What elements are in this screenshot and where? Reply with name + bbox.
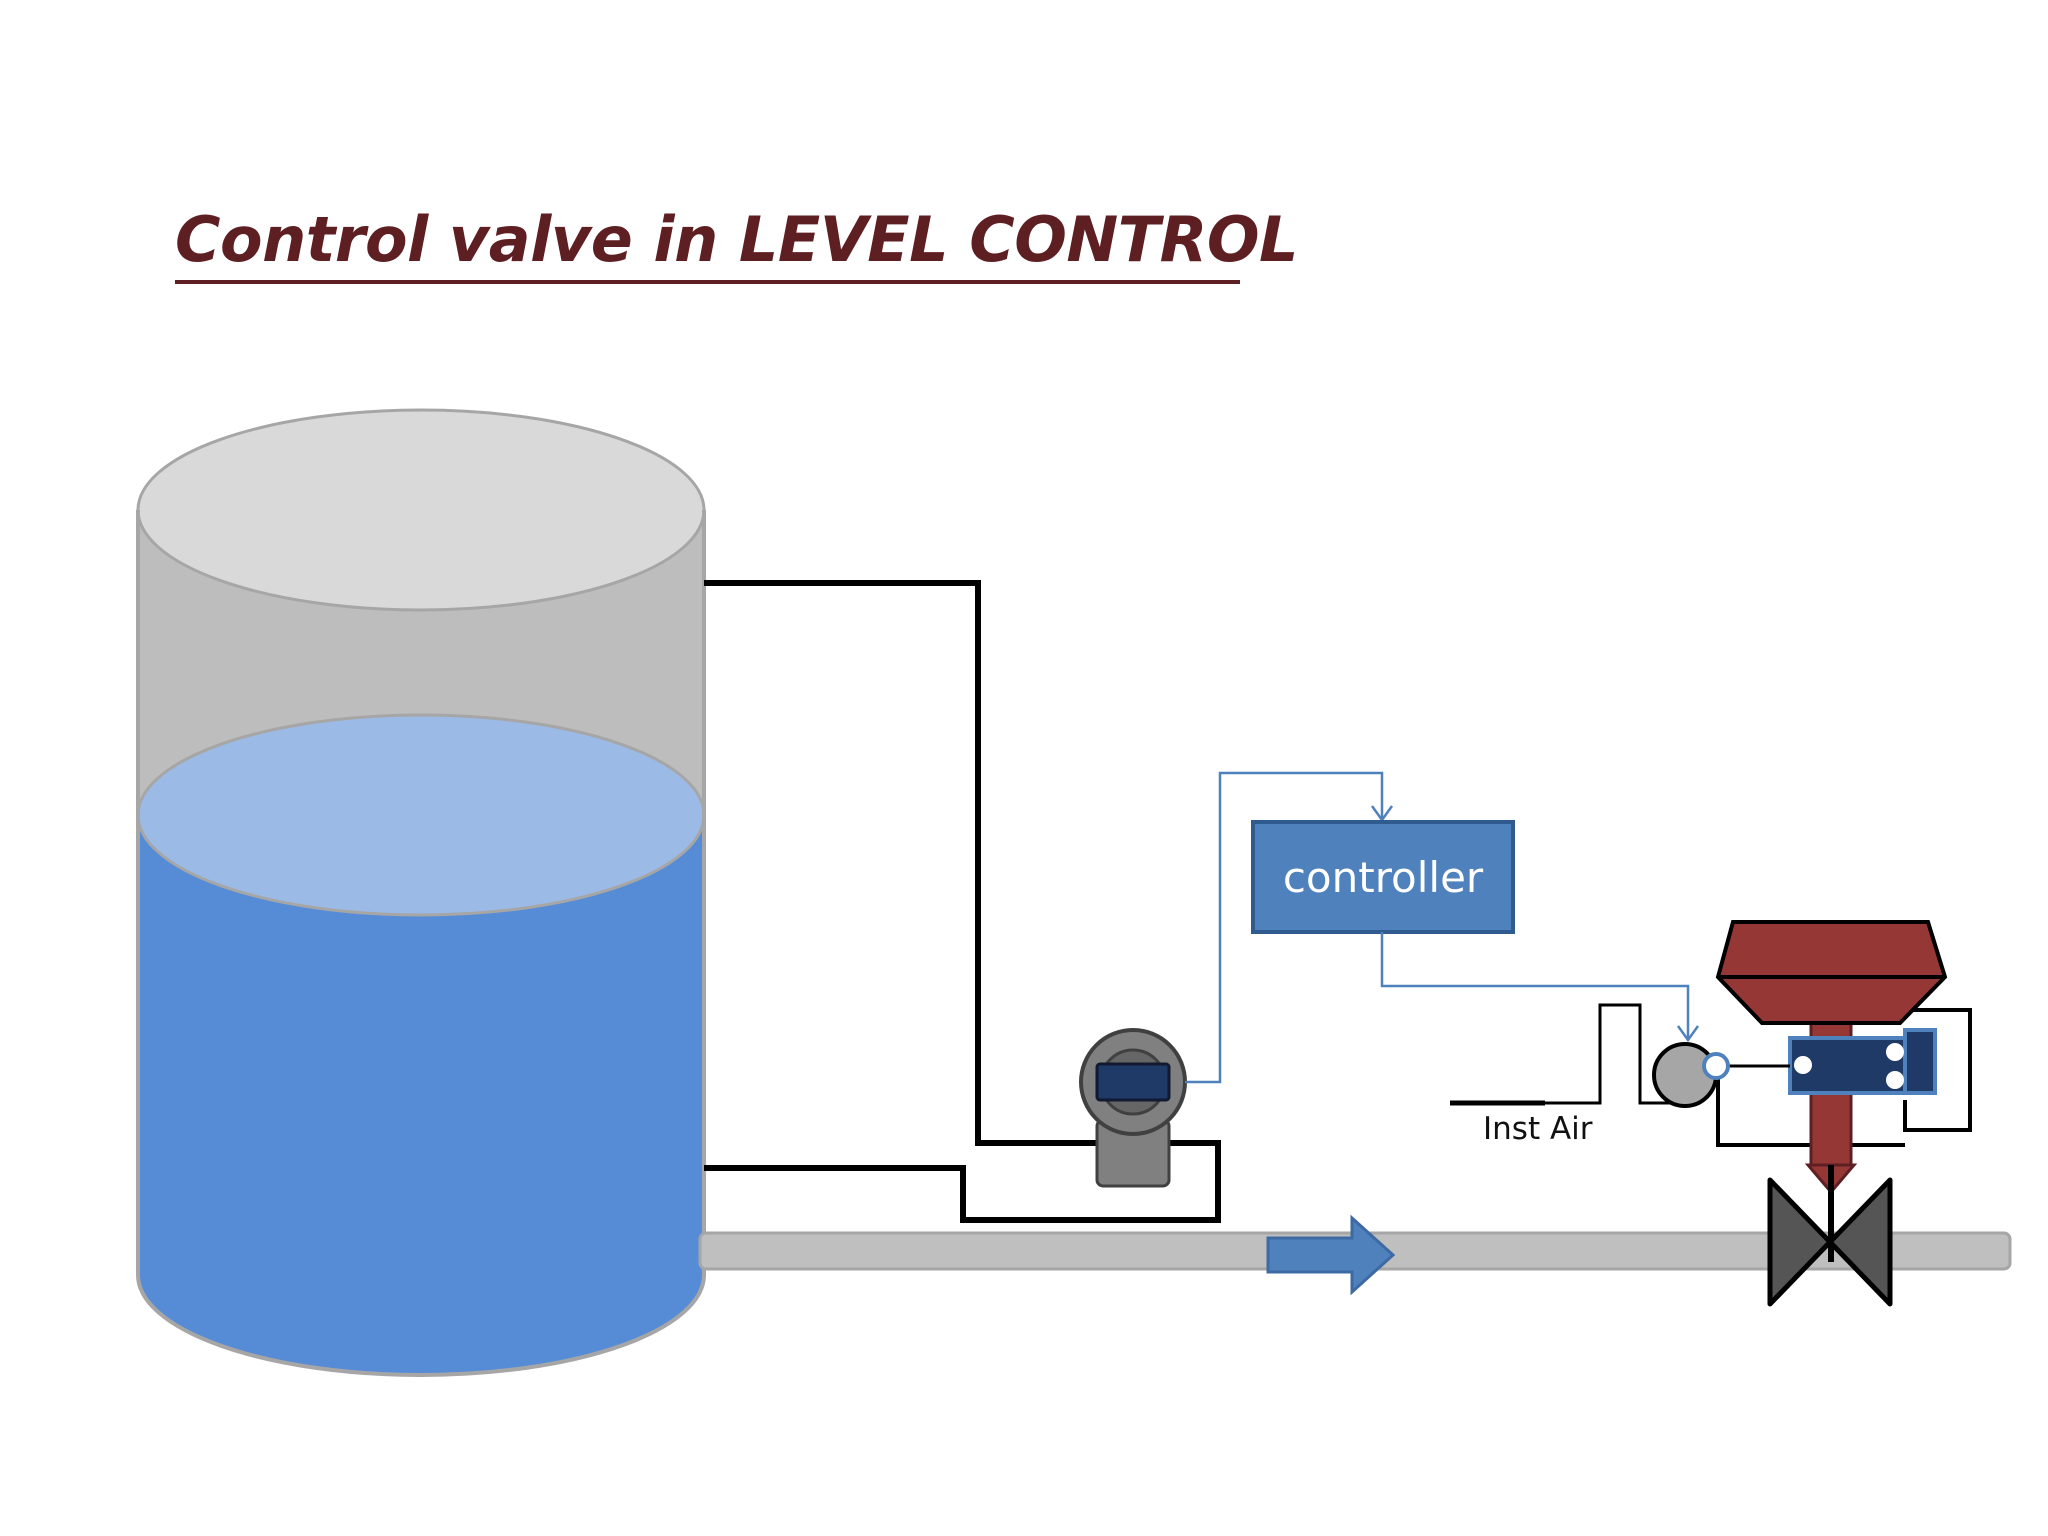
- page-title: Control valve in LEVEL CONTROL: [175, 203, 1299, 276]
- arrow-right-icon: [1266, 1214, 1396, 1296]
- converter-icon: [1652, 1042, 1790, 1108]
- positioner-icon: [1788, 1028, 1937, 1095]
- impulse-lines: [704, 580, 1221, 1223]
- signal-line-controller-to-converter: [1380, 932, 1700, 1043]
- controller-label: controller: [1283, 853, 1484, 902]
- instrument-air-line: [1450, 1003, 1690, 1106]
- inst-air-label: Inst Air: [1483, 1111, 1593, 1147]
- controller-box: controller: [1251, 820, 1515, 934]
- tank-icon: [136, 408, 706, 1377]
- title-underline: [175, 280, 1240, 284]
- transmitter-icon: [1079, 1028, 1187, 1188]
